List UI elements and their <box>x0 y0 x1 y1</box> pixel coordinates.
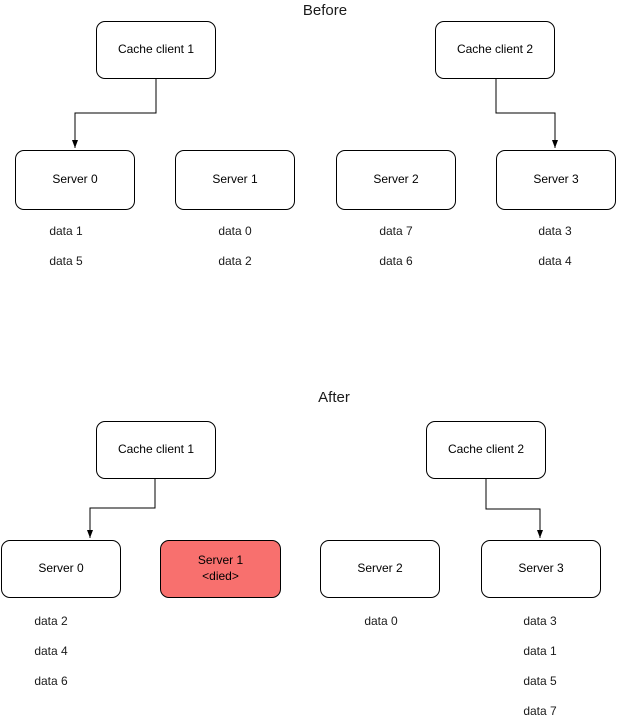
after-server-0-data-item: data 4 <box>34 644 68 658</box>
section-title-before: Before <box>302 2 348 19</box>
section-title-after: After <box>318 389 350 406</box>
before-server-2-data-item: data 7 <box>379 224 413 238</box>
before-server-node-3: Server 3 <box>496 150 616 210</box>
before-server-3-data-item: data 3 <box>538 224 572 238</box>
edge-before-client1-server0 <box>72 79 157 148</box>
after-server-0-data-item: data 6 <box>34 674 68 688</box>
before-client-node-1: Cache client 1 <box>96 21 216 79</box>
after-server-3-data-item: data 7 <box>523 704 557 718</box>
after-server-3-data-item: data 1 <box>523 644 557 658</box>
before-server-node-2: Server 2 <box>336 150 456 210</box>
before-server-node-0: Server 0 <box>15 150 135 210</box>
after-server-node-1: Server 1<died> <box>160 540 281 598</box>
after-server-node-0: Server 0 <box>1 540 121 598</box>
before-server-1-data-item: data 2 <box>218 254 252 268</box>
before-server-2-data-item: data 6 <box>379 254 413 268</box>
after-server-node-2: Server 2 <box>320 540 440 598</box>
after-client-node-2: Cache client 2 <box>426 421 546 479</box>
server-node-label: Server 3 <box>518 561 564 576</box>
client-node-label: Cache client 2 <box>456 42 534 57</box>
server-node-label: Server 3 <box>533 172 579 187</box>
edge-after-client1-server0 <box>87 479 156 538</box>
edge-after-client2-server3 <box>485 479 543 538</box>
before-server-0-data-item: data 5 <box>49 254 83 268</box>
before-server-0-data-item: data 1 <box>49 224 83 238</box>
after-server-3-data-item: data 5 <box>523 674 557 688</box>
before-server-3-data-item: data 4 <box>538 254 572 268</box>
before-server-node-1: Server 1 <box>175 150 295 210</box>
server-node-label: Server 1 <box>197 553 244 568</box>
server-node-label: Server 2 <box>357 561 403 576</box>
client-node-label: Cache client 1 <box>117 442 195 457</box>
server-node-sublabel: <died> <box>202 569 239 583</box>
server-node-label: Server 2 <box>373 172 419 187</box>
server-node-label: Server 0 <box>52 172 98 187</box>
server-node-label: Server 1 <box>212 172 258 187</box>
after-server-2-data-item: data 0 <box>364 614 398 628</box>
after-server-node-3: Server 3 <box>481 540 601 598</box>
after-server-0-data-item: data 2 <box>34 614 68 628</box>
after-client-node-1: Cache client 1 <box>96 421 216 479</box>
client-node-label: Cache client 1 <box>117 42 195 57</box>
client-node-label: Cache client 2 <box>447 442 525 457</box>
server-node-label: Server 0 <box>38 561 84 576</box>
before-client-node-2: Cache client 2 <box>435 21 555 79</box>
edge-before-client2-server3 <box>495 79 558 148</box>
after-server-3-data-item: data 3 <box>523 614 557 628</box>
before-server-1-data-item: data 0 <box>218 224 252 238</box>
